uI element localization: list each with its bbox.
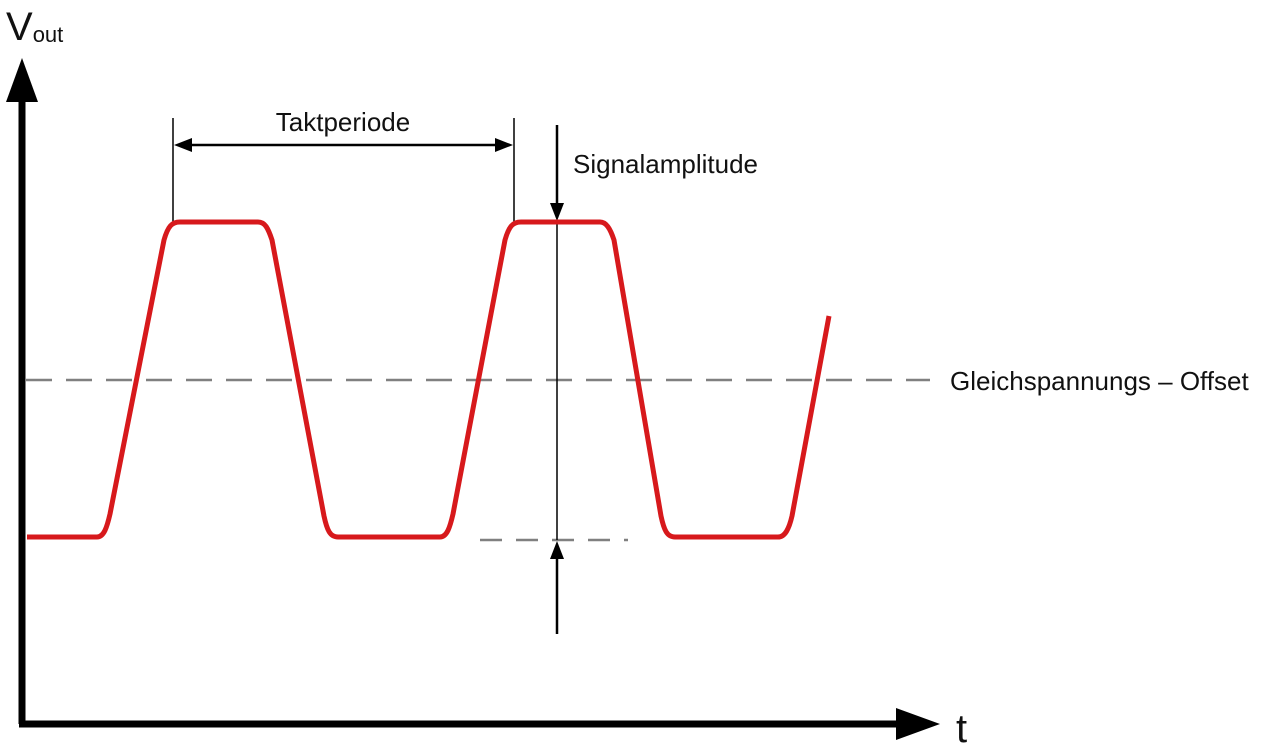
period-arrowhead-left <box>174 138 192 152</box>
period-arrowhead-right <box>495 138 513 152</box>
x-axis-label: t <box>956 707 967 747</box>
y-axis-label-sub: out <box>33 22 64 47</box>
y-axis-arrowhead <box>6 58 38 102</box>
period-label: Taktperiode <box>276 107 410 137</box>
y-axis-label-main: V <box>6 5 33 49</box>
amplitude-bottom-arrowhead <box>550 541 564 559</box>
x-axis-arrowhead <box>896 708 940 740</box>
y-axis-label: Vout <box>6 5 63 49</box>
signal-waveform <box>27 219 832 540</box>
amplitude-top-arrowhead <box>550 203 564 221</box>
offset-label: Gleichspannungs – Offset <box>950 366 1249 396</box>
amplitude-label: Signalamplitude <box>573 149 758 179</box>
